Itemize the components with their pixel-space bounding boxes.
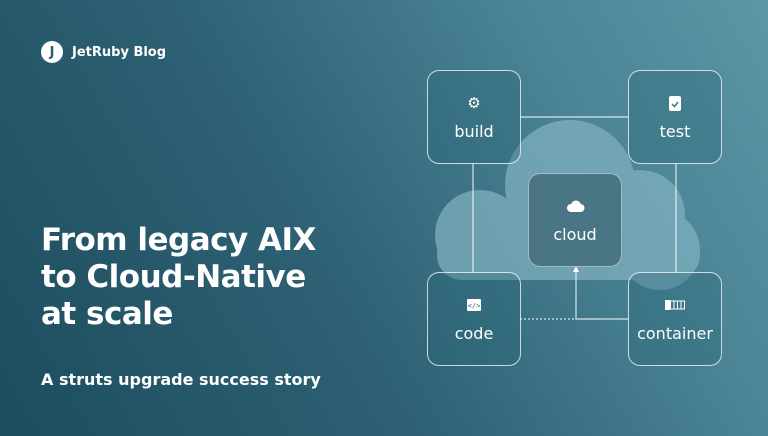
code-icon: </> [467, 296, 481, 314]
cloud-icon [565, 197, 585, 215]
clipboard-check-icon [669, 94, 681, 112]
node-container[interactable]: container [628, 272, 722, 366]
headline-line-1: From legacy AIX [41, 222, 316, 258]
subtitle: A struts upgrade success story [41, 370, 321, 389]
jetruby-logo-icon: J [41, 41, 63, 63]
brand-name: JetRuby Blog [72, 44, 167, 60]
node-code[interactable]: </> code [427, 272, 521, 366]
headline: From legacy AIX to Cloud-Native at scale [41, 222, 316, 333]
container-icon [665, 296, 685, 314]
headline-line-2: to Cloud-Native [41, 259, 306, 295]
gear-icon: ⚙ [467, 93, 481, 112]
arrow-head-icon [573, 266, 579, 272]
svg-text:</>: </> [468, 302, 481, 310]
node-label: test [659, 121, 691, 141]
node-label: code [454, 323, 494, 343]
node-test[interactable]: test [628, 70, 722, 164]
node-label: cloud [553, 224, 597, 244]
connector-container-cloud [575, 270, 628, 320]
node-cloud[interactable]: cloud [528, 173, 622, 267]
node-label: container [637, 323, 713, 343]
brand-logo[interactable]: J JetRuby Blog [41, 41, 166, 63]
node-build[interactable]: ⚙ build [427, 70, 521, 164]
node-label: build [454, 121, 494, 141]
headline-line-3: at scale [41, 296, 173, 332]
